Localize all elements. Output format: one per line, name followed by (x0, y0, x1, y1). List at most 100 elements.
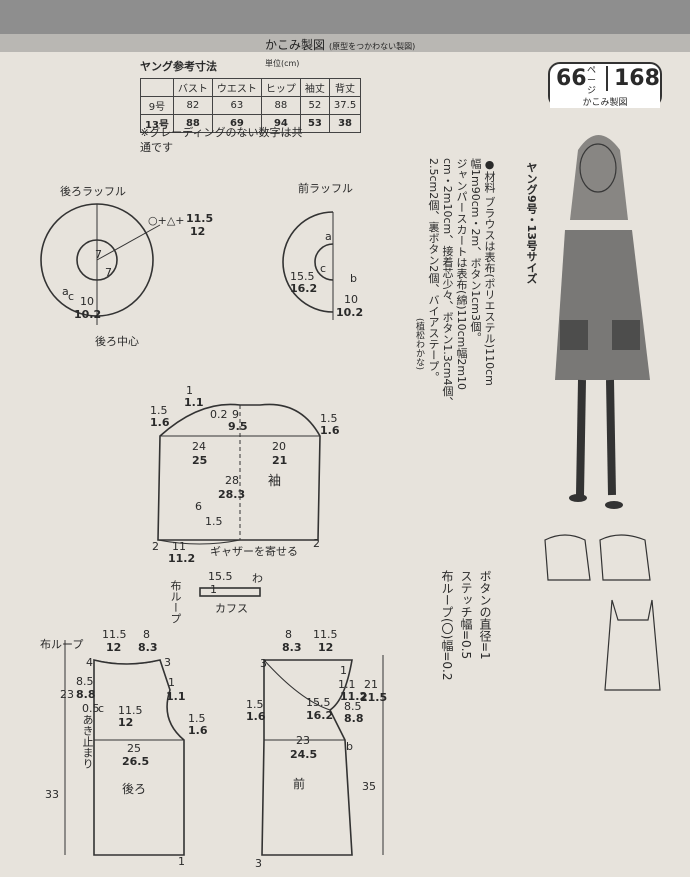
dim-label: 8.8 (344, 712, 364, 725)
designer-credit: (植松わかな) (414, 318, 424, 371)
dim-label: 12 (318, 641, 334, 654)
dim-label: 1.6 (188, 724, 208, 737)
dim-label: 1.1 (184, 396, 204, 409)
size-table-unit: 単位(cm) (265, 59, 300, 68)
dim-label: 11.2 (168, 552, 196, 565)
materials-line: ●材料 ブラウスは表布(ポリエステル)110cm (483, 158, 496, 386)
dim-label: 9.5 (228, 420, 248, 433)
button-note: ボタンの直径=1 (478, 570, 492, 660)
dim-label: 28 (225, 474, 239, 487)
dim-label: 10 (344, 293, 358, 306)
dim-label: 15.5 (306, 696, 331, 709)
dim-label: 23 (60, 688, 74, 701)
dim-label: 15.5 (208, 570, 233, 583)
table-cell: 88 (172, 114, 213, 133)
size-table-block: ヤング参考寸法 単位(cm) バスト ウエスト ヒップ 袖丈 背丈 9号 82 … (140, 58, 362, 133)
dim-label: 0.2 (210, 408, 228, 421)
dim-label: 0.5 (82, 702, 100, 715)
dim-label: 33 (45, 788, 59, 801)
dim-label: 23 (296, 734, 310, 747)
dim-label: 1.1 (338, 678, 356, 691)
dim-label: 15.5 (290, 270, 315, 283)
dim-label: 1.5 (246, 698, 264, 711)
garment-sketches (544, 534, 661, 691)
dim-label: 10 (80, 295, 94, 308)
dim-label: 4 (86, 656, 93, 669)
dim-label: 24 (192, 440, 206, 453)
dim-label: 1.1 (166, 690, 186, 703)
dim-label: 8 (285, 628, 292, 641)
dim-label: 1.5 (205, 515, 223, 528)
dim-label: 11 (172, 540, 186, 553)
page-number-badge: 66 ページ 168 かこみ製図 (548, 62, 662, 108)
dim-label: わ (252, 572, 263, 585)
materials-line: 幅1m90cm・2m、ボタン1cm3個。 (469, 158, 482, 343)
dim-label: 1.6 (320, 424, 340, 437)
dim-label: c (98, 702, 105, 715)
table-cell: 13号 (140, 114, 174, 133)
model-size-label: ヤング9号・13号サイズ (525, 162, 538, 284)
dim-label: 11.5 (118, 704, 143, 717)
dim-label: a (62, 285, 69, 298)
dim-label: b (346, 740, 353, 753)
header-title: かこみ製図 (265, 38, 326, 52)
dim-label: 25 (127, 742, 141, 755)
dim-label: 1.6 (150, 416, 170, 429)
dim-label: 1.6 (246, 710, 266, 723)
gather-note: ギャザーを寄せる (210, 545, 298, 558)
sleeve-outline (157, 403, 321, 541)
cuff-outline (199, 587, 261, 597)
dim-label: 11.5 (313, 628, 338, 641)
dim-label: 11.5 (102, 628, 127, 641)
dim-label: 10.2 (336, 306, 364, 319)
dim-label: c (320, 262, 327, 275)
page-header: かこみ製図(原型をつかわない製図) (265, 36, 415, 53)
header-subtitle: (原型をつかわない製図) (329, 42, 416, 51)
front-ruffle-inner (314, 243, 334, 281)
table-cell: 38 (328, 114, 362, 133)
dim-label: 1.5 (320, 412, 338, 425)
badge-label: かこみ製図 (550, 95, 660, 108)
dim-label: 20 (272, 440, 286, 453)
dim-label: 26.5 (122, 755, 150, 768)
dim-label: 1.5 (150, 404, 168, 417)
page-unit: ページ (587, 66, 597, 96)
dim-label: 24.5 (290, 748, 318, 761)
grading-note: ※グレーディングのない数字は共通です (140, 126, 303, 154)
dim-label: a (325, 230, 332, 243)
dim-label: 16.2 (290, 282, 318, 295)
size-table: バスト ウエスト ヒップ 袖丈 背丈 9号 82 63 88 52 37.5 1… (140, 78, 362, 133)
dim-label: 1.5 (188, 712, 206, 725)
materials-line: 2.5cm2個、裏ボタン2個、バイアステープ。 (427, 158, 440, 383)
table-header-row: バスト ウエスト ヒップ 袖丈 背丈 (140, 78, 362, 97)
dim-label: 9 (232, 408, 239, 421)
page-number-a: 66 (556, 66, 587, 91)
front-ruffle-title: 前ラッフル (298, 182, 353, 195)
dim-label: 3 (260, 657, 267, 670)
dim-label: 8.5 (76, 675, 94, 688)
dim-label: ○+△+ (148, 214, 185, 227)
table-cell: 53 (299, 114, 330, 133)
back-body-label: 後ろ (122, 782, 147, 796)
dim-label: 35 (362, 780, 376, 793)
dim-label: 21 (272, 454, 288, 467)
dim-label: 1 (168, 676, 175, 689)
back-ruffle-title: 後ろラッフル (60, 185, 126, 198)
front-body-label: 前 (293, 777, 306, 791)
dim-label: 21 (364, 678, 378, 691)
dim-label: 12 (190, 225, 206, 238)
table-row: 9号 82 63 88 52 37.5 (140, 96, 362, 115)
dim-label: 12 (106, 641, 122, 654)
dim-label: 1 (186, 384, 193, 397)
page-number-b: 168 (606, 66, 660, 91)
opening-stop-label: あき止まり (81, 714, 94, 769)
dim-label: 8.8 (76, 688, 96, 701)
dim-label: 12 (118, 716, 134, 729)
back-loop-label: 布ループ (40, 638, 84, 651)
dim-label: 8.3 (138, 641, 158, 654)
materials-line: cm・2m10cm、接着芯少々、ボタン1.3cm4個、 (441, 158, 454, 408)
dim-label: 21.5 (360, 691, 388, 704)
dim-label: 2 (313, 537, 320, 550)
dim-label: 1 (340, 664, 347, 677)
